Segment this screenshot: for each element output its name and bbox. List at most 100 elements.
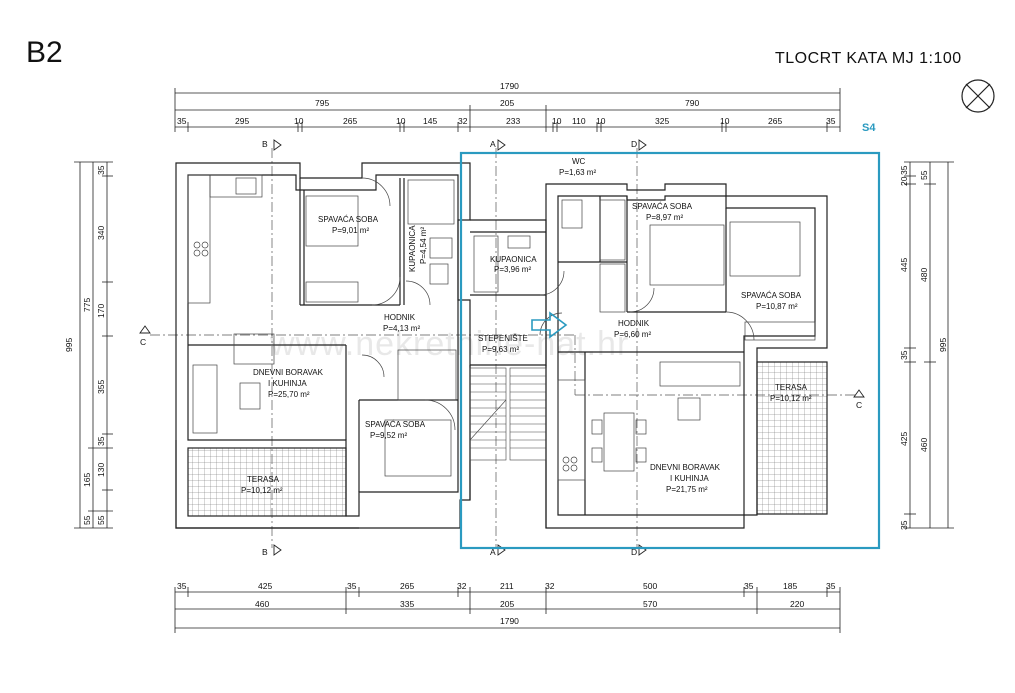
room-spavaca-1-area: P=9,01 m² — [332, 226, 369, 235]
dim-right-inner: 35 — [899, 520, 909, 530]
room-hodnik-1-area: P=4,13 m² — [383, 324, 420, 333]
room-kupaonica-1-name: KUPAONICA — [408, 225, 417, 272]
dim-right-outer: 995 — [938, 338, 948, 352]
dim-right-inner: 35 — [899, 165, 909, 175]
bottom-dimensions — [174, 587, 841, 633]
room-terasa-2-name: TERASA — [775, 383, 808, 392]
section-label: A — [490, 547, 496, 557]
section-arrow-icon — [139, 139, 865, 556]
dim-top-detail: 32 — [458, 116, 468, 126]
dim-top-total: 1790 — [500, 81, 519, 91]
room-spavaca-3-name: SPAVAĆA SOBA — [741, 291, 802, 300]
dim-left-mid: 165 — [82, 473, 92, 487]
dim-bottom-mid: 570 — [643, 599, 657, 609]
dim-top-detail: 35 — [177, 116, 187, 126]
room-wc-area: P=1,63 m² — [559, 168, 596, 177]
dim-top-mid: 790 — [685, 98, 699, 108]
dim-top-detail: 10 — [552, 116, 562, 126]
dim-top-detail: 10 — [294, 116, 304, 126]
dim-top-detail: 233 — [506, 116, 520, 126]
dim-bottom-mid: 460 — [255, 599, 269, 609]
room-hodnik-1-name: HODNIK — [384, 313, 416, 322]
dim-bottom-detail: 265 — [400, 581, 414, 591]
dim-bottom-mid: 220 — [790, 599, 804, 609]
dim-right-mid: 55 — [919, 170, 929, 180]
room-boravak-2-name2: I KUHINJA — [670, 474, 709, 483]
dim-bottom-mid: 205 — [500, 599, 514, 609]
unit-tag: S4 — [862, 122, 876, 134]
dim-top-detail: 35 — [826, 116, 836, 126]
section-label: C — [856, 400, 862, 410]
dim-bottom-detail: 185 — [783, 581, 797, 591]
watermark: www.nekretnine-nat.hr — [270, 325, 630, 363]
dim-top-detail: 295 — [235, 116, 249, 126]
dim-right-inner: 425 — [899, 432, 909, 446]
room-stepeniste-area: P=9,63 m² — [482, 345, 519, 354]
left-dimensions — [74, 161, 113, 529]
dim-left-inner: 355 — [96, 380, 106, 394]
plan-title: TLOCRT KATA MJ 1:100 — [775, 50, 962, 67]
dim-bottom-detail: 425 — [258, 581, 272, 591]
dim-right-inner: 35 — [899, 350, 909, 360]
room-boravak-2-area: P=21,75 m² — [666, 485, 708, 494]
dim-bottom-detail: 32 — [545, 581, 555, 591]
section-label: B — [262, 547, 268, 557]
dim-top-mid: 205 — [500, 98, 514, 108]
dim-right-mid: 480 — [919, 268, 929, 282]
dim-bottom-detail: 211 — [500, 581, 514, 591]
room-wc-name: WC — [572, 157, 586, 166]
room-spavaca-4-name: SPAVAĆA SOBA — [365, 420, 426, 429]
dim-top-detail: 145 — [423, 116, 437, 126]
room-kupaonica-1-area: P=4,54 m² — [419, 227, 428, 264]
room-terasa-1-area: P=10,12 m² — [241, 486, 283, 495]
top-dimensions — [174, 88, 841, 132]
north-arrow-icon — [961, 79, 995, 113]
section-label: D — [631, 547, 637, 557]
dim-left-mid: 775 — [82, 298, 92, 312]
building-id: B2 — [26, 36, 63, 69]
room-spavaca-2-area: P=8,97 m² — [646, 213, 683, 222]
section-label: B — [262, 139, 268, 149]
room-boravak-1-name2: I KUHINJA — [268, 379, 307, 388]
dim-left-inner: 340 — [96, 226, 106, 240]
room-terasa-1-name: TERASA — [247, 475, 280, 484]
dim-bottom-detail: 35 — [177, 581, 187, 591]
dim-top-detail: 265 — [343, 116, 357, 126]
dim-left-outer: 995 — [64, 338, 74, 352]
dim-bottom-mid: 335 — [400, 599, 414, 609]
dim-right-mid: 460 — [919, 438, 929, 452]
dim-bottom-detail: 35 — [347, 581, 357, 591]
dim-top-detail: 325 — [655, 116, 669, 126]
dim-top-detail: 265 — [768, 116, 782, 126]
room-terasa-2-area: P=10,12 m² — [770, 394, 812, 403]
dim-top-detail: 10 — [720, 116, 730, 126]
room-boravak-1-area: P=25,70 m² — [268, 390, 310, 399]
dim-left-inner: 170 — [96, 304, 106, 318]
room-boravak-1-name: DNEVNI BORAVAK — [253, 368, 324, 377]
section-label: C — [140, 337, 146, 347]
walls — [175, 162, 828, 529]
dim-bottom-detail: 32 — [457, 581, 467, 591]
dim-right-inner: 20 — [899, 176, 909, 186]
room-stepeniste-name: STEPENIŠTE — [478, 334, 528, 343]
dim-right-inner: 445 — [899, 258, 909, 272]
room-spavaca-2-name: SPAVAĆA SOBA — [632, 202, 693, 211]
room-boravak-2-name: DNEVNI BORAVAK — [650, 463, 721, 472]
dim-bottom-detail: 500 — [643, 581, 657, 591]
dim-bottom-total: 1790 — [500, 616, 519, 626]
room-kupaonica-2-area: P=3,96 m² — [494, 265, 531, 274]
dim-left-inner: 55 — [96, 515, 106, 525]
dim-left-inner: 130 — [96, 463, 106, 477]
room-hodnik-2-area: P=6,60 m² — [614, 330, 651, 339]
dim-bottom-detail: 35 — [826, 581, 836, 591]
section-label: A — [490, 139, 496, 149]
section-label: D — [631, 139, 637, 149]
dim-top-mid: 795 — [315, 98, 329, 108]
room-spavaca-1-name: SPAVAĆA SOBA — [318, 215, 379, 224]
unit-s4-highlight — [459, 151, 881, 550]
dim-top-detail: 10 — [596, 116, 606, 126]
dim-top-detail: 110 — [572, 116, 586, 126]
right-dimensions — [904, 161, 954, 529]
entrance-arrow-icon — [531, 311, 568, 339]
